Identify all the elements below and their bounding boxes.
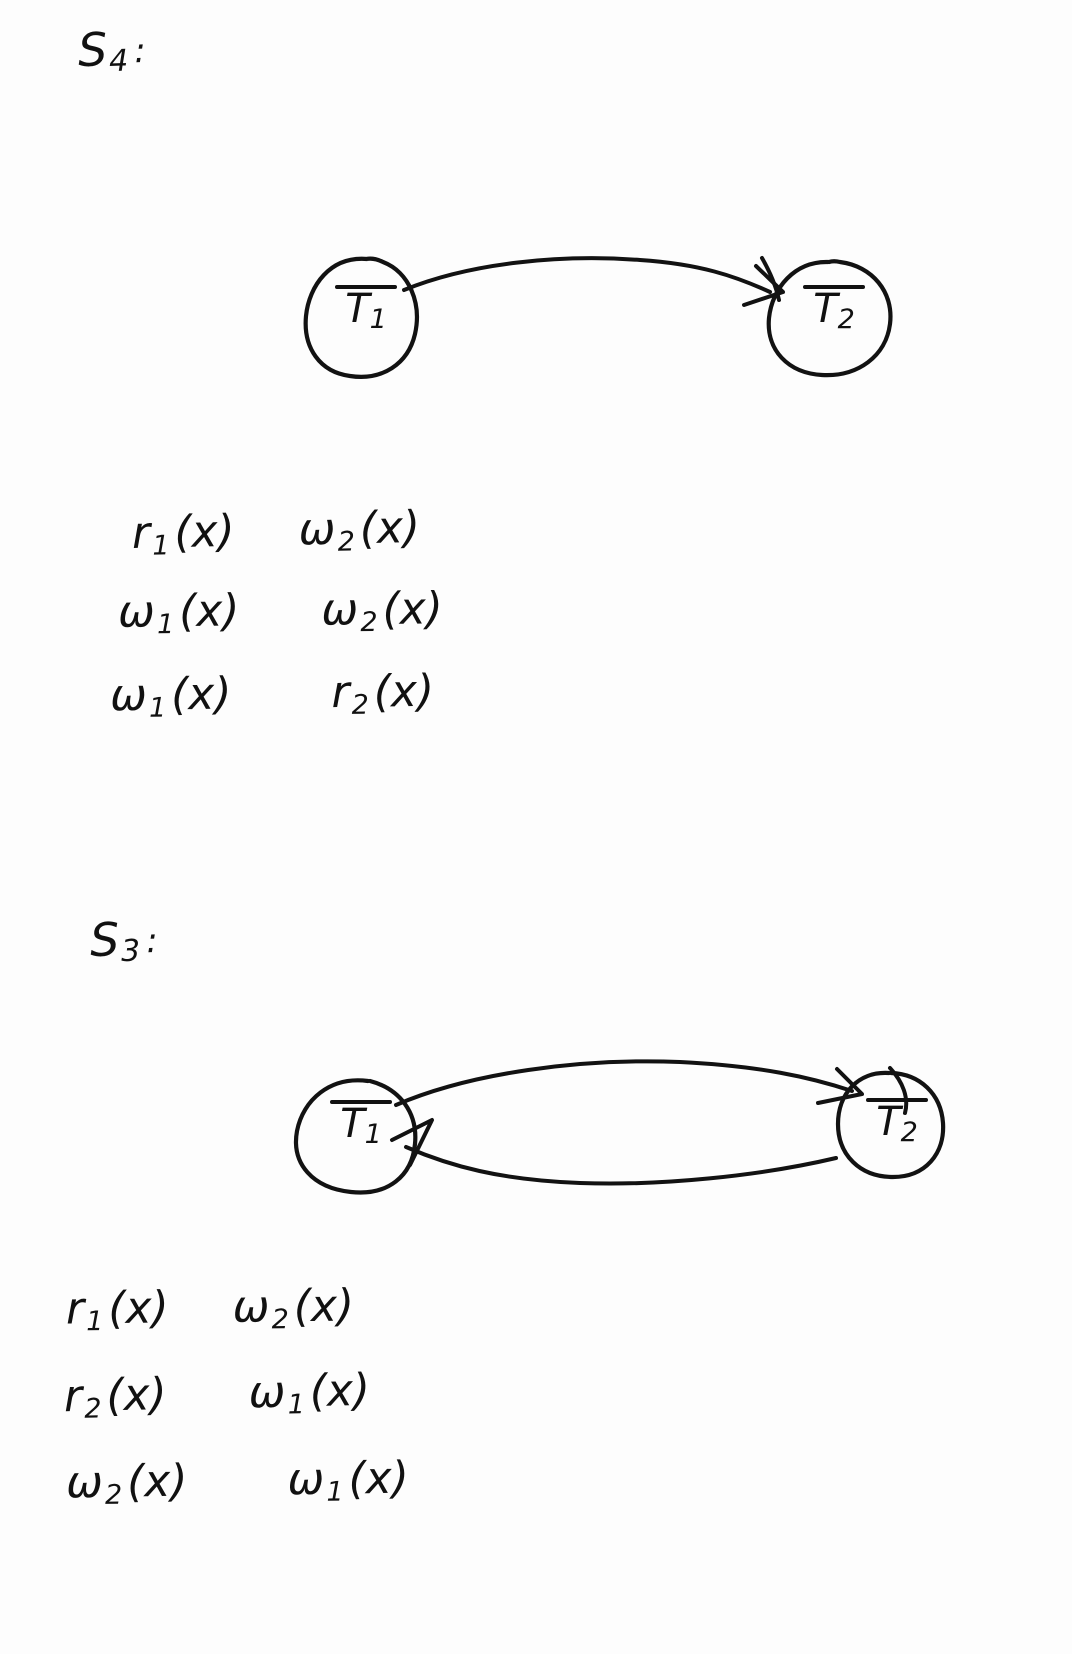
graph-s4-edge-arrowhead xyxy=(742,264,785,307)
operation-token: r2(x) xyxy=(63,1369,168,1425)
operation-token: ω2(x) xyxy=(232,1280,355,1336)
section-label-s3-main: S xyxy=(89,912,121,968)
section-label-s3-sub: 3 xyxy=(120,933,142,970)
s4-operation-line-3: ω1(x) r2(x) xyxy=(110,666,435,725)
node-t2-subscript: 2 xyxy=(900,1117,918,1148)
operation-token: ω1(x) xyxy=(248,1364,371,1421)
operation-token: ω1(x) xyxy=(109,668,232,724)
graph-s4-node-t1-label: T1 xyxy=(335,285,397,333)
graph-s3-node-t2-label: T2 xyxy=(866,1098,928,1146)
graph-s4-node-t2-label: T2 xyxy=(803,285,865,333)
graph-s3-node-t1-label: T1 xyxy=(330,1100,392,1148)
operation-token: ω1(x) xyxy=(287,1452,410,1508)
s3-operation-line-1: r1(x) ω2(x) xyxy=(66,1280,355,1337)
node-t2-symbol: T xyxy=(813,286,838,332)
node-t1-subscript: 1 xyxy=(369,304,387,335)
node-t2-symbol: T xyxy=(876,1099,901,1145)
graph-s3-edge-t2-to-t1-arrowhead xyxy=(390,1118,434,1167)
graph-s3-edge-t1-to-t2-arrowhead xyxy=(816,1067,864,1105)
graph-s4-edge-t1-to-t2 xyxy=(402,256,772,294)
section-label-s3: S3: xyxy=(89,911,159,970)
operation-token: r1(x) xyxy=(65,1282,169,1338)
operation-token: r2(x) xyxy=(331,665,435,721)
graph-s3-edge-t1-to-t2 xyxy=(394,1059,854,1107)
operation-token: ω1(x) xyxy=(117,585,240,641)
graph-s4-edge-arrowhead-tail xyxy=(760,256,781,302)
node-t1-symbol: T xyxy=(340,1101,365,1147)
s3-operation-line-3: ω2(x) ω1(x) xyxy=(66,1453,410,1512)
operation-token: ω2(x) xyxy=(298,501,421,558)
section-label-s4-sub: 4 xyxy=(108,43,130,80)
operation-token: r1(x) xyxy=(131,505,236,562)
s3-operation-line-2: r2(x) ω1(x) xyxy=(63,1365,370,1425)
section-label-s4-main: S xyxy=(77,22,109,78)
graph-s3-edge-t2-to-t1 xyxy=(404,1145,838,1186)
s4-operation-line-2: ω1(x) ω2(x) xyxy=(118,583,443,640)
operation-token: ω2(x) xyxy=(321,583,444,639)
node-t2-subscript: 2 xyxy=(837,304,855,335)
section-label-s4-colon: : xyxy=(133,30,147,72)
section-label-s4: S4: xyxy=(77,21,147,80)
s4-operation-line-1: r1(x) ω2(x) xyxy=(131,502,420,562)
node-t1-symbol: T xyxy=(345,286,370,332)
operation-token: ω2(x) xyxy=(65,1455,188,1511)
node-t1-subscript: 1 xyxy=(364,1119,382,1150)
section-label-s3-colon: : xyxy=(145,920,159,962)
